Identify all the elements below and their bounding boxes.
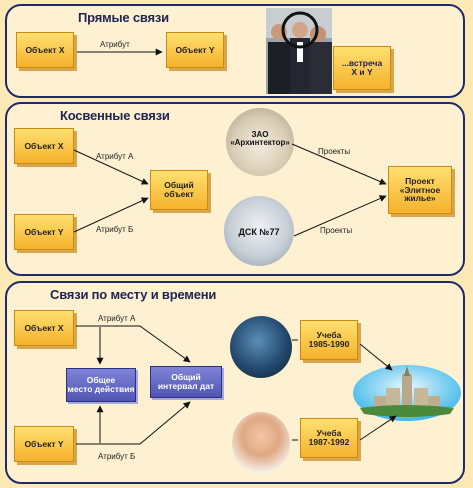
attribute-a-label: Атрибут А bbox=[96, 152, 134, 161]
attribute-b-label: Атрибут Б bbox=[96, 225, 134, 234]
object-x-box-3: Объект X bbox=[14, 310, 74, 346]
place-time-links-title: Связи по месту и времени bbox=[50, 287, 217, 302]
common-object-label: Общий объект bbox=[164, 180, 194, 199]
study-2-label: Учеба 1987-1992 bbox=[308, 428, 350, 447]
object-y-box-2: Объект Y bbox=[14, 214, 74, 250]
study-1-label: Учеба 1985-1990 bbox=[308, 330, 350, 349]
direct-links-title: Прямые связи bbox=[78, 10, 169, 25]
project-label: Проект «Элитное жилье» bbox=[399, 175, 441, 204]
object-y-box-3: Объект Y bbox=[14, 426, 74, 462]
object-y-label: Объект Y bbox=[175, 44, 215, 55]
zao-architector-photo bbox=[226, 108, 294, 176]
object-y-label-3: Объект Y bbox=[24, 438, 64, 449]
object-x-label: Объект X bbox=[25, 44, 65, 55]
projects-label-1: Проекты bbox=[318, 147, 351, 156]
dsk-photo bbox=[224, 196, 294, 266]
meeting-label: ...встреча X и Y bbox=[341, 58, 383, 77]
university-photo bbox=[352, 364, 462, 422]
dsk-label: ДСК №77 bbox=[238, 227, 280, 237]
attribute-a-label-3: Атрибут А bbox=[98, 314, 136, 323]
object-x-label-3: Объект X bbox=[24, 322, 64, 333]
object-y-box: Объект Y bbox=[166, 32, 224, 68]
object-x-box-2: Объект X bbox=[14, 128, 74, 164]
meeting-box: ...встреча X и Y bbox=[333, 46, 391, 90]
object-x-label-2: Объект X bbox=[24, 140, 64, 151]
common-object-box: Общий объект bbox=[150, 170, 208, 210]
object-y-label-2: Объект Y bbox=[24, 226, 64, 237]
common-place-label: Общее место действия bbox=[67, 375, 135, 394]
common-interval-box: Общий интервал дат bbox=[150, 366, 222, 398]
attribute-b-label-3: Атрибут Б bbox=[98, 452, 136, 461]
student-x-photo bbox=[230, 316, 292, 378]
common-interval-label: Общий интервал дат bbox=[157, 372, 215, 391]
object-x-box: Объект X bbox=[16, 32, 74, 68]
indirect-links-title: Косвенные связи bbox=[60, 108, 170, 123]
common-place-box: Общее место действия bbox=[66, 368, 136, 402]
meeting-photo bbox=[266, 8, 332, 94]
attribute-label: Атрибут bbox=[100, 40, 130, 49]
zao-architector-label: ЗАО «Архинтектор» bbox=[230, 130, 290, 148]
projects-label-2: Проекты bbox=[320, 226, 353, 235]
project-box: Проект «Элитное жилье» bbox=[388, 166, 452, 214]
study-2-box: Учеба 1987-1992 bbox=[300, 418, 358, 458]
study-1-box: Учеба 1985-1990 bbox=[300, 320, 358, 360]
student-y-photo bbox=[232, 412, 290, 474]
